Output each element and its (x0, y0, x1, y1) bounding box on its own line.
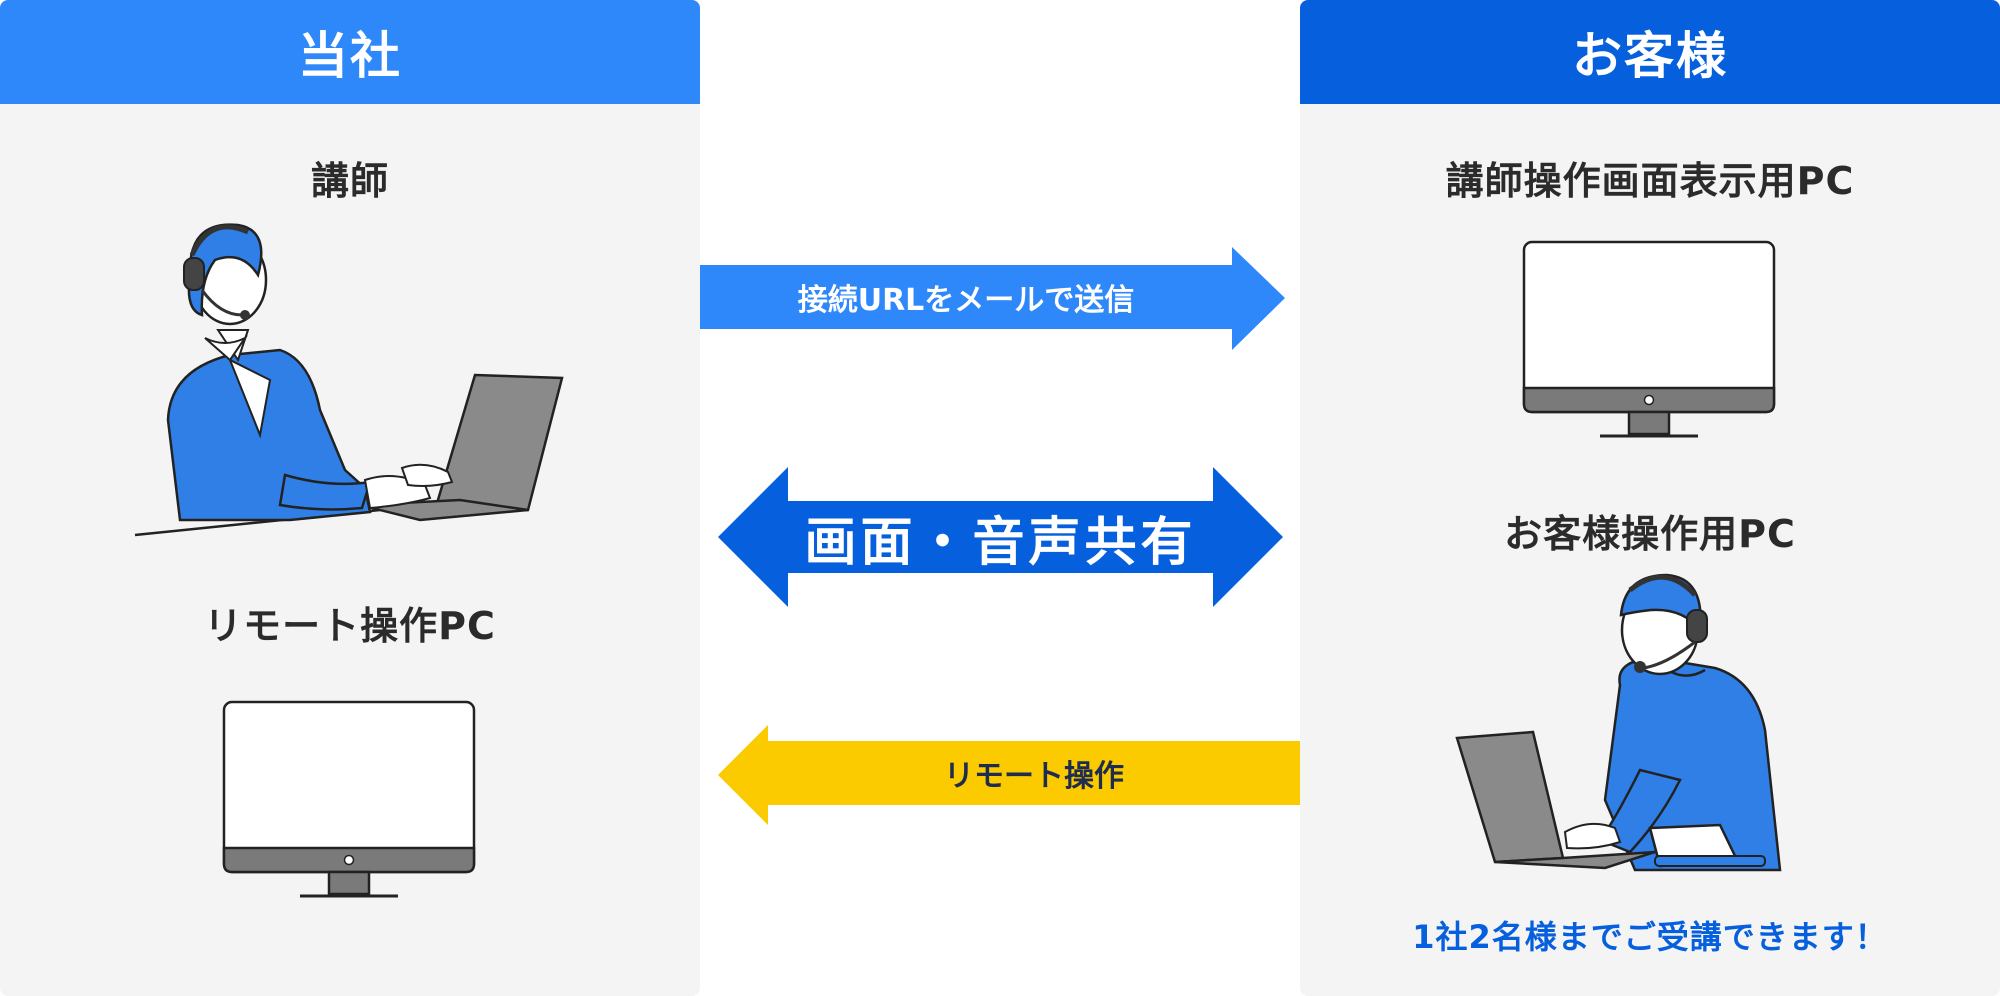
attendance-note: 1社2名様までご受講できます！ (1412, 918, 1888, 956)
our-company-panel: 当社 講師 リモート操作PC (0, 0, 700, 996)
customer-pc-label: お客様操作用PC (1504, 512, 1796, 556)
send-url-arrow (700, 247, 1285, 350)
our-company-header: 当社 (0, 0, 700, 104)
remote-control-arrow (718, 725, 1300, 825)
screen-audio-share-arrow (718, 467, 1283, 607)
display-pc-label: 講師操作画面表示用PC (1445, 159, 1855, 203)
customer-header: お客様 (1300, 0, 2000, 104)
instructor-label: 講師 (310, 159, 389, 203)
instructor-with-headset-icon (134, 223, 564, 537)
remote-pc-monitor-icon (222, 700, 476, 898)
customer-with-headset-icon (1455, 573, 1782, 872)
customer-panel: お客様 講師操作画面表示用PC お客様操作用PC 1社2名様までご受講できます！ (1300, 0, 2000, 996)
screen-audio-share-label: 画面・音声共有 (804, 512, 1197, 573)
send-url-label: 接続URLをメールで送信 (797, 283, 1135, 318)
remote-pc-label: リモート操作PC (204, 604, 496, 648)
display-pc-monitor-icon (1522, 240, 1776, 438)
remote-control-label: リモート操作 (944, 759, 1124, 794)
